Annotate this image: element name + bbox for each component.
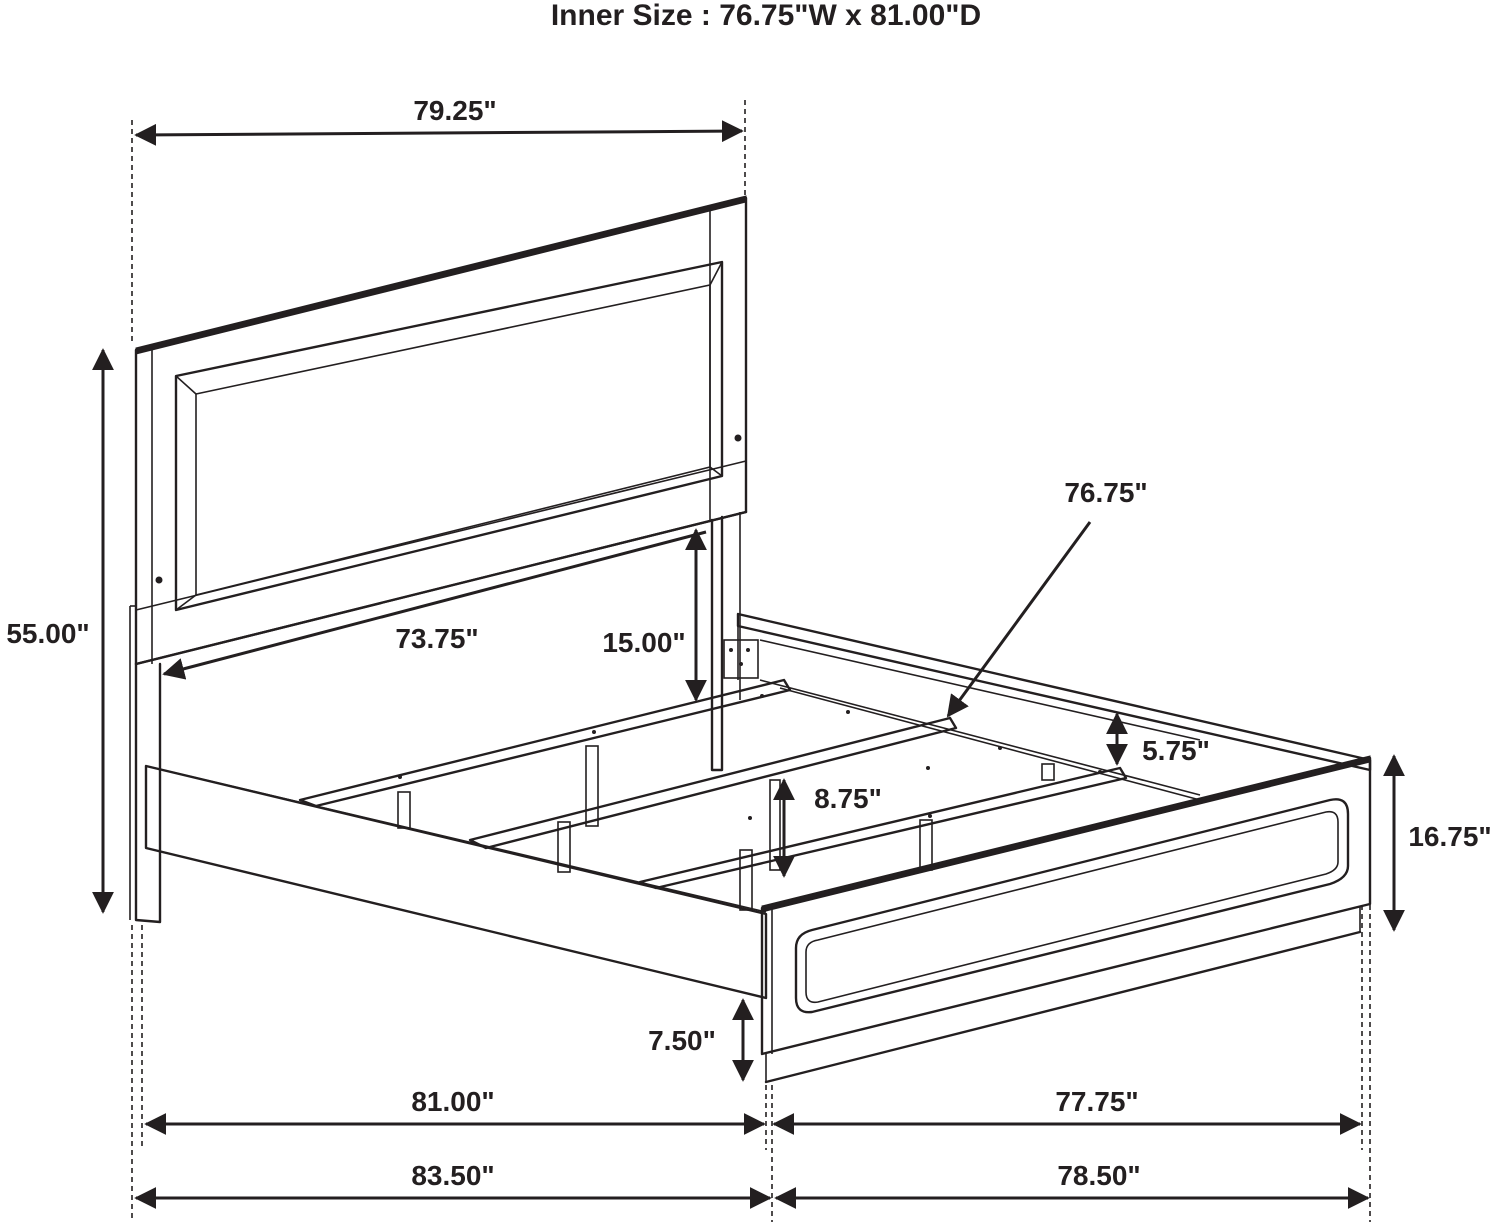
headboard-inner-width-label: 73.75" — [395, 623, 478, 654]
dimension-lines — [92, 100, 1405, 1222]
headboard-width-arrow — [134, 120, 744, 146]
bolt-hole — [734, 434, 742, 442]
headboard-frame — [134, 196, 748, 666]
slat-clearance-label: 8.75" — [814, 783, 882, 814]
inner-size-title: Inner Size : 76.75"W x 81.00"D — [551, 0, 981, 32]
headboard-width-label: 79.25" — [413, 95, 496, 126]
footboard — [760, 756, 1372, 1056]
inner-length-label: 81.00" — [411, 1086, 494, 1117]
headboard-panel — [174, 260, 724, 612]
total-length-label: 83.50" — [411, 1160, 494, 1191]
rail-height-label: 5.75" — [1142, 735, 1210, 766]
bed-outline — [129, 195, 1372, 1084]
slats — [298, 678, 1128, 890]
headboard-inner-width-arrow — [162, 530, 707, 680]
inner-width-leader — [946, 521, 1092, 718]
ground-clearance-label: 7.50" — [648, 1025, 716, 1056]
total-height-label: 55.00" — [6, 618, 89, 649]
total-width-label: 78.50" — [1057, 1160, 1140, 1191]
footboard-panel — [794, 798, 1350, 1014]
rail-bracket — [723, 639, 759, 679]
headboard-right-leg — [710, 515, 724, 772]
bolt-hole — [155, 576, 163, 584]
inner-width-label: 76.75" — [1064, 477, 1147, 508]
left-side-rail — [144, 764, 768, 1000]
headboard-clearance-label: 15.00" — [602, 627, 685, 658]
headboard-left-leg — [134, 662, 162, 924]
dimension-labels: 79.25" 55.00" 73.75" 15.00" 76.75" 5.75"… — [6, 95, 1491, 1191]
footboard-inner-width-label: 77.75" — [1055, 1086, 1138, 1117]
center-supports — [397, 745, 1055, 911]
footboard-height-label: 16.75" — [1408, 821, 1491, 852]
